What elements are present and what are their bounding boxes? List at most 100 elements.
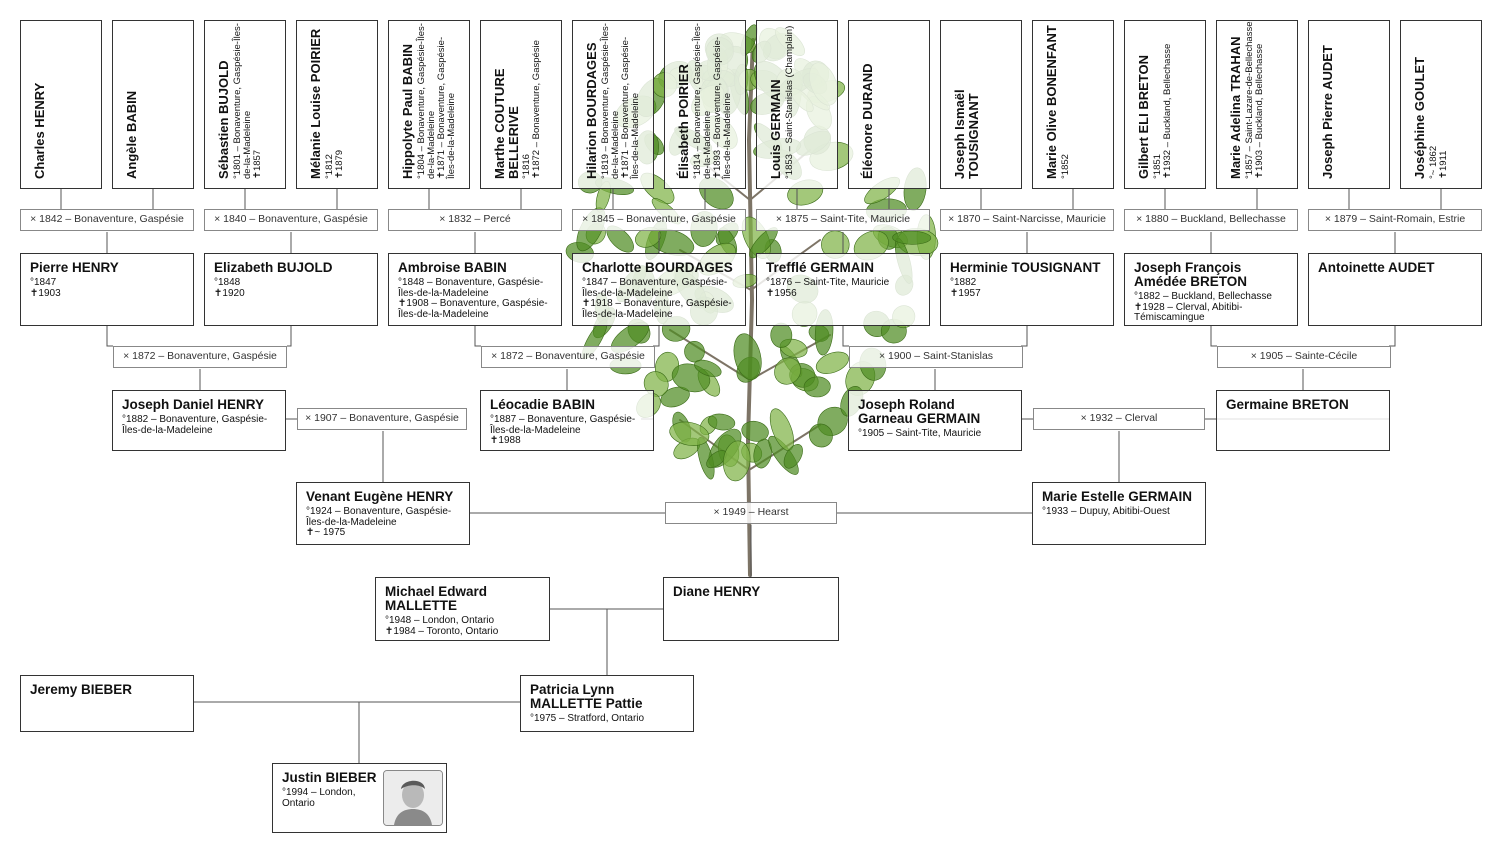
person-name: Venant Eugène HENRY	[306, 489, 454, 504]
person-card[interactable]: Antoinette AUDET	[1308, 253, 1482, 326]
person-details: °1816 ✝1872 – Bonaventure, Gaspésie	[521, 40, 542, 179]
ancestor-card[interactable]: Joseph Pierre AUDET	[1308, 20, 1390, 189]
person-name: Patricia Lynn MALLETTE Pattie	[530, 682, 643, 711]
ancestor-card[interactable]: Éléonore DURAND	[848, 20, 930, 189]
person-card[interactable]: Joseph Roland Garneau GERMAIN °1905 – Sai…	[848, 390, 1022, 451]
ancestor-text-block: Mélanie Louise POIRIER°1812 ✝1879	[308, 19, 345, 179]
leaf-shape	[803, 376, 831, 398]
person-name: Trefflé GERMAIN	[766, 260, 875, 275]
ancestor-text-block: Angèle BABIN	[124, 19, 139, 179]
marriage-label: × 1905 – Sainte-Cécile	[1217, 346, 1391, 368]
person-name: Éléonore DURAND	[860, 63, 875, 179]
person-name: Léocadie BABIN	[490, 397, 596, 412]
person-card[interactable]: Patricia Lynn MALLETTE Pattie°1975 – Str…	[520, 675, 694, 732]
person-name: Mélanie Louise POIRIER	[308, 28, 323, 179]
ancestor-text-block: Louis GERMAIN°1853 – Saint-Stanislas (Ch…	[768, 19, 795, 179]
person-name: Justin BIEBER	[282, 770, 377, 785]
person-name: Antoinette AUDET	[1318, 260, 1435, 275]
person-details: °1905 – Saint-Tite, Mauricie	[858, 428, 982, 439]
ancestor-card[interactable]: Marie Adelina TRAHAN°1857 – Saint-Lazare…	[1216, 20, 1298, 189]
person-card[interactable]: Justin BIEBER°1994 – London, Ontario	[272, 763, 447, 833]
person-name: Ambroise BABIN	[398, 260, 507, 275]
person-details: °1847 ✝1903	[30, 277, 61, 299]
person-card[interactable]: Léocadie BABIN °1887 – Bonaventure, Gaspé…	[480, 390, 654, 451]
person-card[interactable]: Michael Edward MALLETTE°1948 – London, O…	[375, 577, 550, 641]
person-card[interactable]: Ambroise BABIN °1848 – Bonaventure, Gaspé…	[388, 253, 562, 326]
ancestor-card[interactable]: Marie Olive BONENFANT°1852	[1032, 20, 1114, 189]
person-name: Joseph Roland Garneau GERMAIN	[858, 397, 981, 426]
person-details: °1804 – Bonaventure, Gaspésie-Îles-de-la…	[415, 23, 457, 179]
person-details: °1801 – Bonaventure, Gaspésie-Îles-de-la…	[231, 23, 263, 179]
ancestor-card[interactable]: Hilarion BOURDAGES°1819 – Bonaventure, G…	[572, 20, 654, 189]
ancestor-card[interactable]: Sébastien BUJOLD°1801 – Bonaventure, Gas…	[204, 20, 286, 189]
person-details: °1924 – Bonaventure, Gaspésie-Îles-de-la…	[306, 506, 452, 538]
person-name: Charlotte BOURDAGES	[582, 260, 733, 275]
ancestor-card[interactable]: Charles HENRY	[20, 20, 102, 189]
person-card[interactable]: Elizabeth BUJOLD°1848 ✝1920	[204, 253, 378, 326]
person-name: Marthe COUTURE BELLERIVE	[492, 68, 521, 179]
ancestor-text-block: Élisabeth POIRIER°1814 – Bonaventure, Ga…	[676, 19, 733, 179]
person-name: Germaine BRETON	[1226, 397, 1349, 412]
ancestor-card[interactable]: Joséphine GOULET°~ 1862 ✝1911	[1400, 20, 1482, 189]
person-name: Pierre HENRY	[30, 260, 119, 275]
person-name: Hilarion BOURDAGES	[584, 42, 599, 179]
marriage-label: × 1870 – Saint-Narcisse, Mauricie	[940, 209, 1114, 231]
person-card[interactable]: Marie Estelle GERMAIN°1933 – Dupuy, Abit…	[1032, 482, 1206, 545]
leaf-shape	[774, 357, 802, 385]
person-card[interactable]: Germaine BRETON	[1216, 390, 1390, 451]
ancestor-text-block: Joséphine GOULET°~ 1862 ✝1911	[1412, 19, 1449, 179]
person-card[interactable]: Trefflé GERMAIN°1876 – Saint-Tite, Mauri…	[756, 253, 930, 326]
ancestor-card[interactable]: Mélanie Louise POIRIER°1812 ✝1879	[296, 20, 378, 189]
person-card[interactable]: Pierre HENRY °1847 ✝1903	[20, 253, 194, 326]
marriage-label: × 1875 – Saint-Tite, Mauricie	[756, 209, 930, 231]
marriage-label: × 1872 – Bonaventure, Gaspésie	[113, 346, 287, 368]
person-name: Joseph Ismaël TOUSIGNANT	[952, 89, 981, 179]
marriage-label: × 1845 – Bonaventure, Gaspésie	[572, 209, 746, 231]
person-name: Joseph Pierre AUDET	[1320, 45, 1335, 179]
person-name: Elizabeth BUJOLD	[214, 260, 333, 275]
ancestor-card[interactable]: Louis GERMAIN°1853 – Saint-Stanislas (Ch…	[756, 20, 838, 189]
marriage-label: × 1907 – Bonaventure, Gaspésie	[297, 408, 467, 430]
ancestor-text-block: Joseph Ismaël TOUSIGNANT	[952, 19, 981, 179]
person-name: Jeremy BIEBER	[30, 682, 133, 697]
leaf-shape	[694, 359, 722, 377]
ancestor-card[interactable]: Angèle BABIN	[112, 20, 194, 189]
person-name: Élisabeth POIRIER	[676, 64, 691, 179]
portrait-icon	[383, 770, 443, 826]
ancestor-text-block: Hilarion BOURDAGES°1819 – Bonaventure, G…	[584, 19, 641, 179]
person-card[interactable]: Venant Eugène HENRY °1924 – Bonaventure, …	[296, 482, 470, 545]
ancestor-card[interactable]: Joseph Ismaël TOUSIGNANT	[940, 20, 1022, 189]
person-details: °1948 – London, Ontario ✝1984 – Toronto,…	[385, 615, 499, 637]
ancestor-card[interactable]: Élisabeth POIRIER°1814 – Bonaventure, Ga…	[664, 20, 746, 189]
ancestor-card[interactable]: Hippolyte Paul BABIN°1804 – Bonaventure,…	[388, 20, 470, 189]
marriage-label: × 1872 – Bonaventure, Gaspésie	[481, 346, 655, 368]
person-card[interactable]: Herminie TOUSIGNANT°1882 ✝1957	[940, 253, 1114, 326]
person-card[interactable]: Jeremy BIEBER	[20, 675, 194, 732]
person-name: Gilbert ELI BRETON	[1136, 55, 1151, 179]
marriage-label: × 1949 – Hearst	[665, 502, 837, 524]
person-card[interactable]: Charlotte BOURDAGES °1847 – Bonaventure, …	[572, 253, 746, 326]
ancestor-card[interactable]: Marthe COUTURE BELLERIVE°1816 ✝1872 – Bo…	[480, 20, 562, 189]
marriage-label: × 1900 – Saint-Stanislas	[849, 346, 1023, 368]
person-details: °1814 – Bonaventure, Gaspésie-Îles-de-la…	[691, 23, 733, 179]
ancestor-text-block: Éléonore DURAND	[860, 19, 875, 179]
person-details: °1887 – Bonaventure, Gaspésie-Îles-de-la…	[490, 414, 636, 446]
leaf-shape	[815, 351, 849, 374]
ancestor-text-block: Hippolyte Paul BABIN°1804 – Bonaventure,…	[400, 19, 457, 179]
person-details: °1847 – Bonaventure, Gaspésie-Îles-de-la…	[582, 277, 732, 320]
ancestor-text-block: Joseph Pierre AUDET	[1320, 19, 1335, 179]
person-name: Joseph François Amédée BRETON	[1134, 260, 1248, 289]
person-details: °1848 – Bonaventure, Gaspésie-Îles-de-la…	[398, 277, 548, 320]
ancestor-card[interactable]: Gilbert ELI BRETON°1851 ✝1932 – Buckland…	[1124, 20, 1206, 189]
person-card[interactable]: Joseph François Amédée BRETON°1882 – Buc…	[1124, 253, 1298, 326]
person-details: °1853 – Saint-Stanislas (Champlain)	[783, 25, 795, 179]
leaf-shape	[707, 413, 736, 431]
leaf-shape	[892, 230, 932, 245]
person-card[interactable]: Joseph Daniel HENRY°1882 – Bonaventure, …	[112, 390, 286, 451]
marriage-label: × 1880 – Buckland, Bellechasse	[1124, 209, 1298, 231]
person-card[interactable]: Diane HENRY	[663, 577, 839, 641]
marriage-label: × 1832 – Percé	[388, 209, 562, 231]
person-name: Marie Adelina TRAHAN	[1228, 36, 1243, 179]
